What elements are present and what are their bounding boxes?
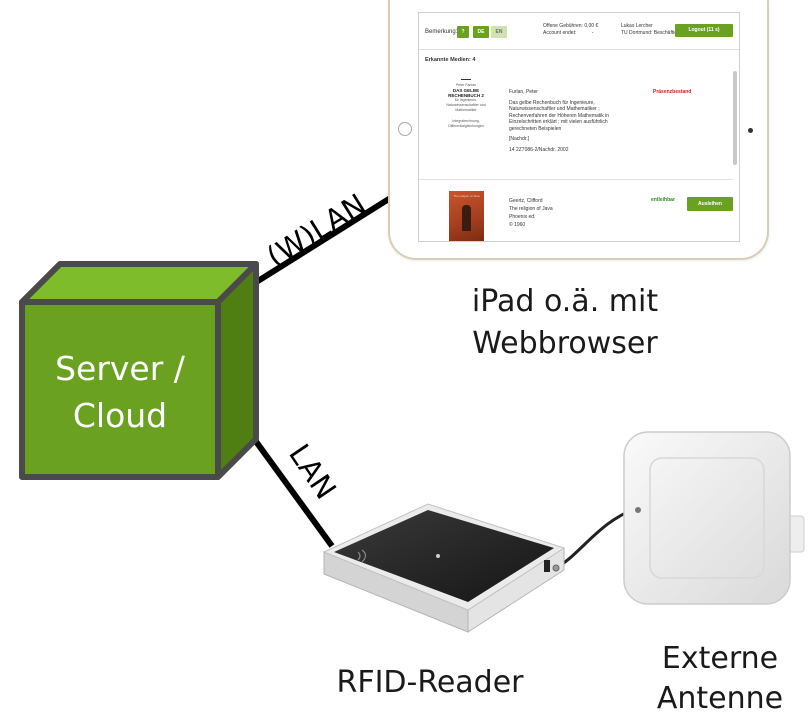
home-button-icon — [398, 122, 412, 136]
status-badge: entleihbar — [651, 197, 675, 203]
ipad-label-line1: iPad o.ä. mit — [471, 284, 659, 319]
media-count: Erkannte Medien: 4 — [425, 57, 476, 63]
book-cover-yellow: Peter Fanian DAS GELBE RECHENBUCH 2 für … — [445, 79, 487, 161]
media-row: The religion of Java Geertz, Clifford Th… — [419, 181, 733, 241]
antenna-label: Externe Antenne — [650, 640, 790, 718]
user-info: Lukas Lercher TU Dortmund: Beschäftigte — [621, 23, 681, 37]
media-row: Peter Fanian DAS GELBE RECHENBUCH 2 für … — [419, 69, 733, 180]
status-badge: Präsenzbestand — [653, 89, 692, 95]
cover1-title: DAS GELBE RECHENBUCH 2 — [448, 88, 484, 98]
media-edition: Phoenix ed. — [509, 214, 536, 220]
media-author: Geertz, Clifford — [509, 198, 543, 204]
antenna-label-line1: Externe — [661, 641, 779, 676]
media-year: © 1960 — [509, 222, 526, 228]
media-edition: [Nachdr.] — [509, 136, 530, 142]
ipad-device: Bemerkung: ? DE EN Offene Gebühren: 0,00… — [388, 0, 769, 260]
cover2-title: The religion of Java — [453, 194, 480, 198]
fees-line: Offene Gebühren: 0,00 € — [543, 23, 599, 29]
reader-connector — [552, 564, 560, 572]
external-antenna — [623, 431, 805, 605]
wlan-connection-line — [248, 194, 394, 289]
reader-top-panel — [334, 510, 554, 602]
wlan-label: (W)LAN — [261, 187, 372, 274]
ipad-label: iPad o.ä. mit Webbrowser — [430, 283, 700, 363]
account-end-line: Account endet: — [543, 30, 577, 36]
language-en-button[interactable]: EN — [491, 26, 507, 38]
cover1-author: Peter Fanian — [455, 83, 477, 87]
help-button[interactable]: ? — [457, 26, 469, 38]
app-toolbar: Bemerkung: ? DE EN Offene Gebühren: 0,00… — [419, 13, 739, 50]
logout-button[interactable]: Logout (11 s) — [675, 24, 733, 37]
status-led-icon — [436, 554, 440, 558]
book-cover-java: The religion of Java — [449, 191, 484, 241]
reader-label: RFID-Reader — [336, 665, 524, 700]
language-de-button[interactable]: DE — [473, 26, 489, 38]
user-name: Lukas Lercher — [621, 23, 653, 29]
camera-icon — [748, 128, 753, 133]
antenna-inner-panel — [649, 457, 765, 579]
antenna-label-line2: Antenne — [656, 681, 784, 716]
account-end-value: - — [591, 30, 594, 36]
rfid-reader-device — [322, 503, 566, 633]
media-title: The religion of Java — [509, 206, 553, 212]
server-cube-side — [215, 261, 259, 480]
server-label-line1: Server / — [55, 349, 186, 388]
server-cube: Server / Cloud — [19, 261, 259, 480]
media-details: Furlan, Peter Das gelbe Rechenbuch für I… — [509, 89, 629, 153]
cover1-subtitle: für Ingenieure, Naturwissenschaftler und… — [446, 98, 486, 112]
media-signature: 14 2Z7086-2/Nachdr. 2002 — [509, 146, 569, 153]
antenna-connector-icon — [635, 507, 641, 513]
server-cube-front — [19, 299, 221, 480]
borrow-button[interactable]: Ausleihen — [687, 197, 733, 211]
scrollbar[interactable] — [733, 71, 737, 165]
bemerkung-label: Bemerkung: — [425, 29, 458, 35]
cover1-topics: Integralrechnung, Differentialgleichunge… — [448, 119, 484, 128]
cover-figure-icon — [462, 205, 471, 231]
antenna-body — [623, 431, 791, 605]
user-group: TU Dortmund: Beschäftigte — [621, 30, 682, 36]
ipad-label-line2: Webbrowser — [472, 326, 658, 361]
lan-connection-line — [249, 434, 335, 548]
media-details: Geertz, Clifford The religion of Java Ph… — [509, 197, 629, 229]
fees-info: Offene Gebühren: 0,00 € Account endet: - — [543, 23, 598, 37]
media-title: Das gelbe Rechenbuch für Ingenieure, Nat… — [509, 99, 610, 132]
webbrowser-screen: Bemerkung: ? DE EN Offene Gebühren: 0,00… — [418, 12, 740, 242]
server-label-line2: Cloud — [73, 396, 167, 435]
reader-port — [544, 560, 550, 572]
rfid-wave-icon — [357, 549, 367, 563]
media-author: Furlan, Peter — [509, 89, 538, 95]
